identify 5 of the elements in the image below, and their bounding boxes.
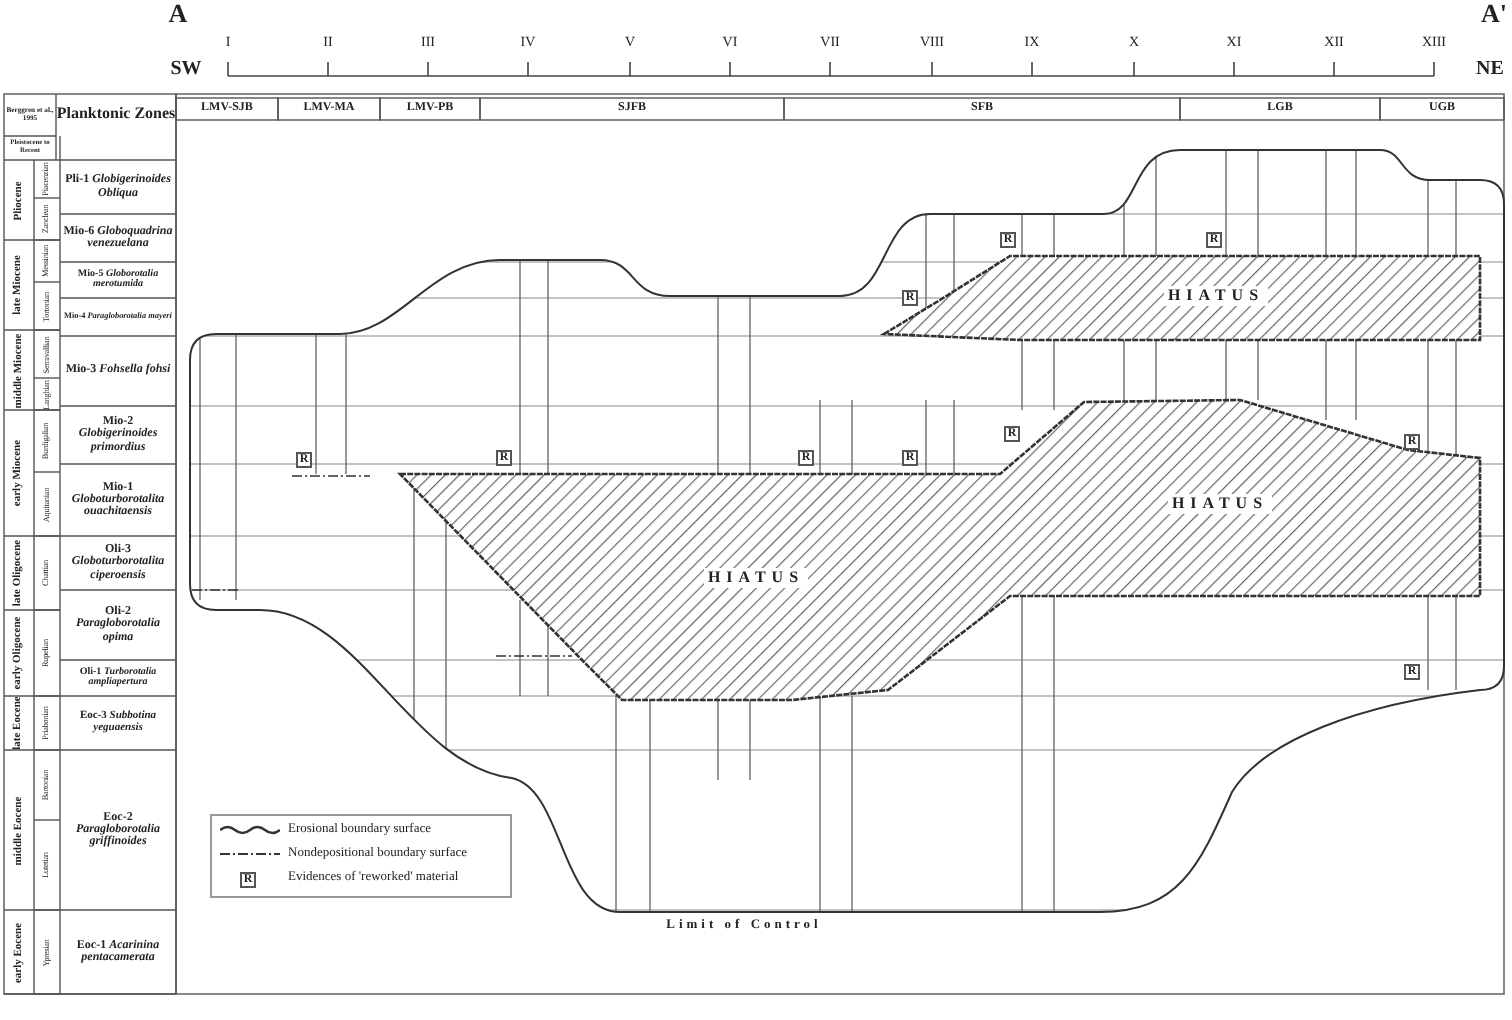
section-end-label: A' [1481,0,1507,28]
section-end-label: SW [170,59,202,81]
section-end-label: A [168,0,188,28]
table-header: Planktonic Zones [56,106,176,124]
section-end-label: NE [1476,59,1504,81]
